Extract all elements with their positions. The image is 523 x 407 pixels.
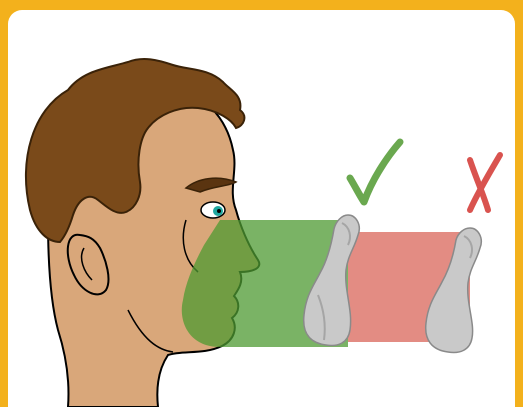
illustration-panel bbox=[8, 10, 515, 407]
check-icon bbox=[350, 142, 400, 202]
cross-icon bbox=[470, 155, 500, 210]
inhaler-distance-illustration bbox=[8, 10, 515, 407]
